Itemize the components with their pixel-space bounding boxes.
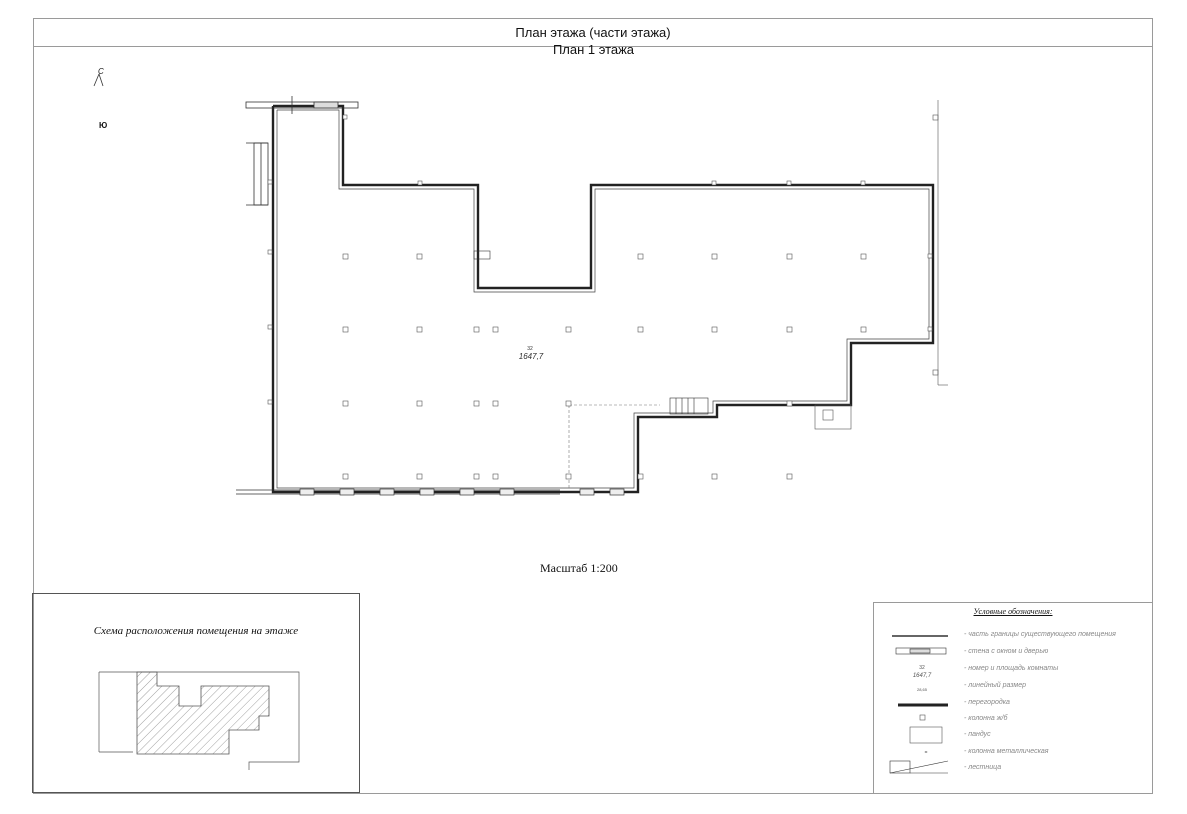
legend-item-boundary: - часть границы существующего помещения — [964, 631, 1116, 638]
svg-text:1647,7: 1647,7 — [913, 673, 932, 679]
scheme-title: Схема расположения помещения на этаже — [93, 625, 299, 637]
right-extension — [814, 100, 948, 430]
room-area: 1647,7 — [519, 352, 544, 361]
legend-item-column: - колонна ж/б — [964, 715, 1008, 722]
legend-item-room: - номер и площадь комнаты — [964, 665, 1059, 672]
compass-north-label: С — [98, 67, 104, 76]
stair-symbol — [889, 760, 949, 774]
bottom-window-wall — [236, 488, 625, 496]
legend-item-ramp: - пандус — [964, 731, 991, 738]
svg-text:32: 32 — [919, 665, 925, 671]
scale-label: Масштаб 1:200 — [540, 561, 618, 575]
inner-wall-lines — [276, 109, 930, 489]
svg-text:м: м — [925, 749, 928, 754]
legend-item-stair: - лестница — [964, 764, 1002, 771]
svg-text:28,65: 28,65 — [917, 687, 928, 692]
legend-symbols: 32 1647,7 28,65 м — [889, 635, 949, 774]
location-scheme: Схема расположения помещения на этаже — [32, 593, 360, 793]
compass-icon — [93, 73, 104, 87]
legend-item-dimension: - линейный размер — [964, 682, 1026, 689]
legend-item-metal-column: - колонна металлическая — [964, 748, 1049, 755]
columns — [267, 114, 933, 480]
compass-south-label: Ю — [99, 121, 108, 130]
sheet-title: План этажа (части этажа) — [34, 19, 1152, 47]
stair-icon — [669, 397, 709, 415]
wall-window-symbol — [895, 647, 947, 655]
ramp-symbol — [909, 726, 943, 744]
floor-title: План 1 этажа — [552, 42, 635, 57]
column-symbol — [919, 714, 926, 721]
room-number: 32 — [527, 346, 533, 352]
top-window-wall — [245, 96, 359, 114]
legend: Условные обозначения: 32 1647,7 28,65 м … — [873, 602, 1153, 794]
room-label: 32 1647,7 — [519, 346, 544, 361]
left-window — [246, 142, 269, 206]
drawing-sheet: План этажа (части этажа) — [33, 18, 1153, 794]
outer-walls — [271, 104, 935, 494]
legend-item-wall: - стена с окном и дверью — [964, 648, 1049, 655]
legend-item-partition: - перегородка — [964, 699, 1010, 706]
scheme-drawing — [98, 671, 300, 770]
ramp-icon — [473, 250, 491, 260]
legend-title: Условные обозначения: — [973, 607, 1053, 616]
